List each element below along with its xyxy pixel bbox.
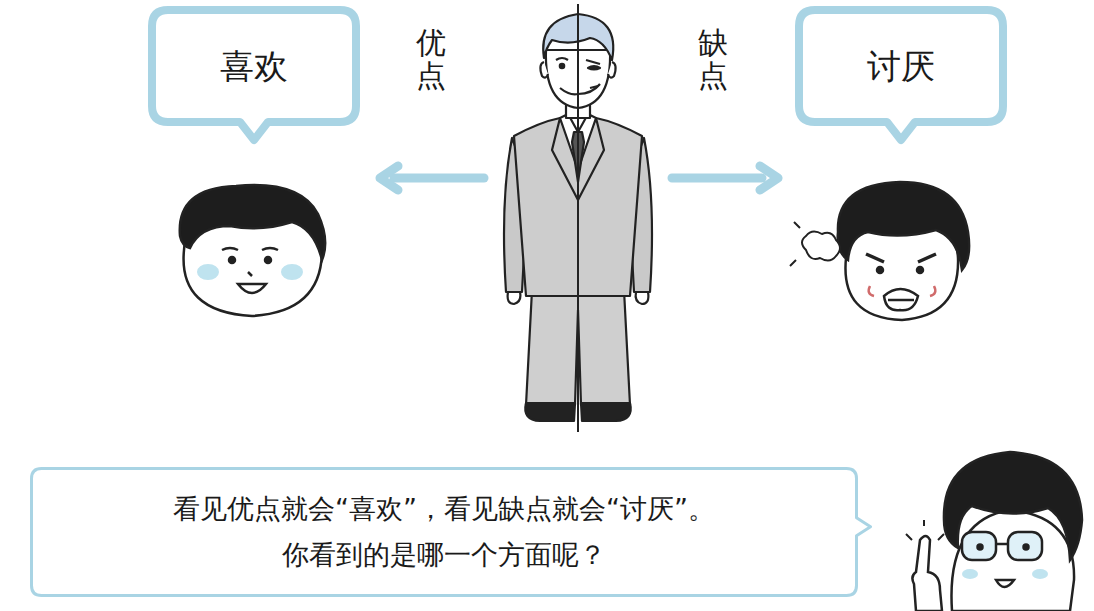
text-area: 讨厌 [795, 6, 1007, 126]
glasses-man [906, 452, 1082, 611]
bubble-text: 喜欢 [220, 46, 288, 87]
speech-bubble: 讨厌 [795, 6, 1007, 144]
bubble-outline-path [152, 10, 356, 140]
bubble-text: 讨厌 [867, 46, 935, 87]
divider-line [577, 4, 579, 432]
bubble-text: 看见优点就会“喜欢”，看见缺点就会“讨厌”。 你看到的是哪一个方面呢？ [59, 486, 829, 578]
bubble-outline-path [32, 469, 871, 596]
speech-bubble: 喜欢 [148, 6, 360, 144]
bubble-outline-path [799, 10, 1003, 140]
speech-bubble: 看见优点就会“喜欢”，看见缺点就会“讨厌”。 你看到的是哪一个方面呢？ [30, 467, 878, 597]
vertical-label: 优点 [416, 26, 446, 92]
text-area: 看见优点就会“喜欢”，看见缺点就会“讨厌”。 你看到的是哪一个方面呢？ [30, 467, 858, 597]
happy-face [180, 185, 325, 316]
text-area: 喜欢 [148, 6, 360, 126]
vertical-label: 缺点 [698, 26, 728, 92]
bubble-outline [30, 467, 878, 597]
angry-face [790, 182, 969, 320]
